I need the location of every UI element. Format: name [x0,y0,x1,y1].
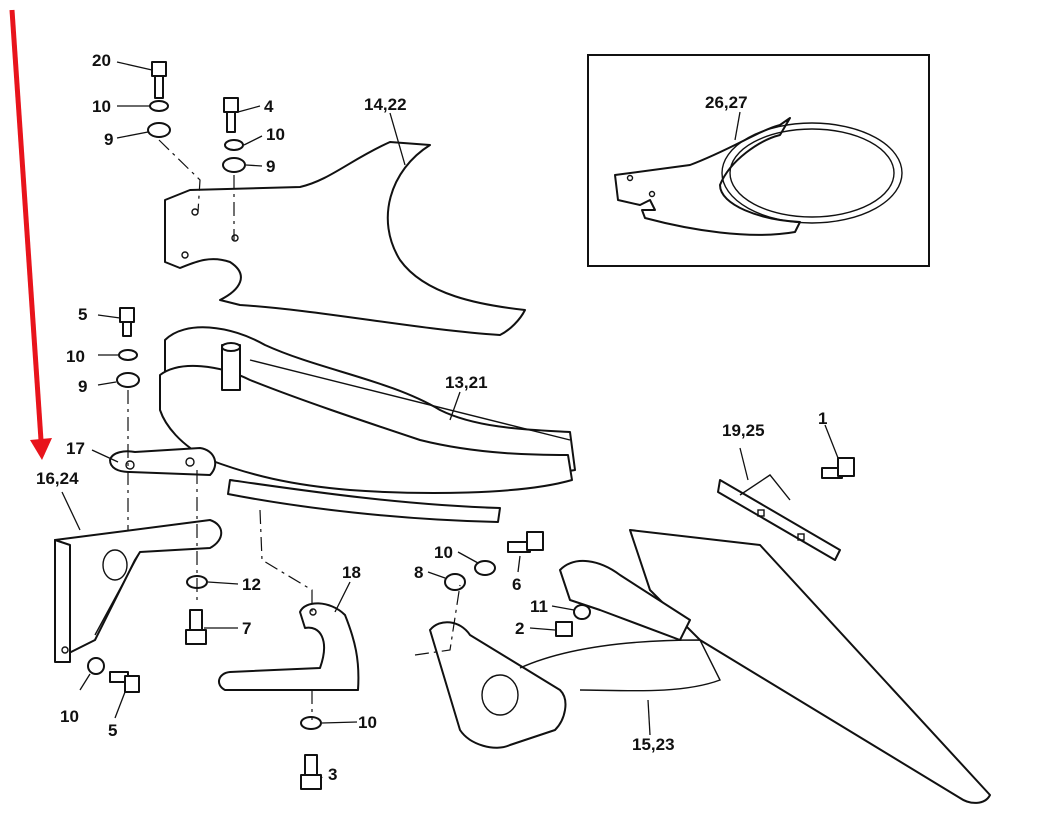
label-10: 10 [92,97,111,116]
label-5: 5 [78,305,87,324]
label-7: 7 [242,619,251,638]
label-10: 10 [434,543,453,562]
label-9: 9 [78,377,87,396]
label-9: 9 [104,130,113,149]
blade-13-21 [159,326,576,523]
centre-lines [127,139,461,720]
label-1: 1 [818,409,827,428]
label-6: 6 [512,575,521,594]
cone-15-23 [429,529,991,804]
label-26-27: 26,27 [705,93,748,112]
inset-box [587,54,930,267]
label-15-23: 15,23 [632,735,675,754]
label-12: 12 [242,575,261,594]
label-5: 5 [108,721,117,740]
bracket-18 [218,602,360,691]
label-20: 20 [92,51,111,70]
label-4: 4 [264,97,274,116]
bar-19-25 [717,474,841,561]
label-8: 8 [414,563,423,582]
label-3: 3 [328,765,337,784]
label-14-22: 14,22 [364,95,407,114]
plate-17 [109,447,217,476]
label-10: 10 [266,125,285,144]
bracket-16-24 [54,519,223,663]
label-10: 10 [66,347,85,366]
label-11: 11 [530,597,548,616]
part-labels: 20 10 9 4 10 9 14,22 26,27 5 10 9 13,21 … [36,51,827,784]
label-18: 18 [342,563,361,582]
label-2: 2 [515,619,524,638]
label-16-24: 16,24 [36,469,79,488]
label-10: 10 [60,707,79,726]
label-10: 10 [358,713,377,732]
label-19-25: 19,25 [722,421,765,440]
label-17: 17 [66,439,85,458]
label-13-21: 13,21 [445,373,488,392]
leader-lines [61,61,839,779]
label-9: 9 [266,157,275,176]
red-arrow-icon [9,9,52,460]
blade-14-22 [164,141,526,336]
